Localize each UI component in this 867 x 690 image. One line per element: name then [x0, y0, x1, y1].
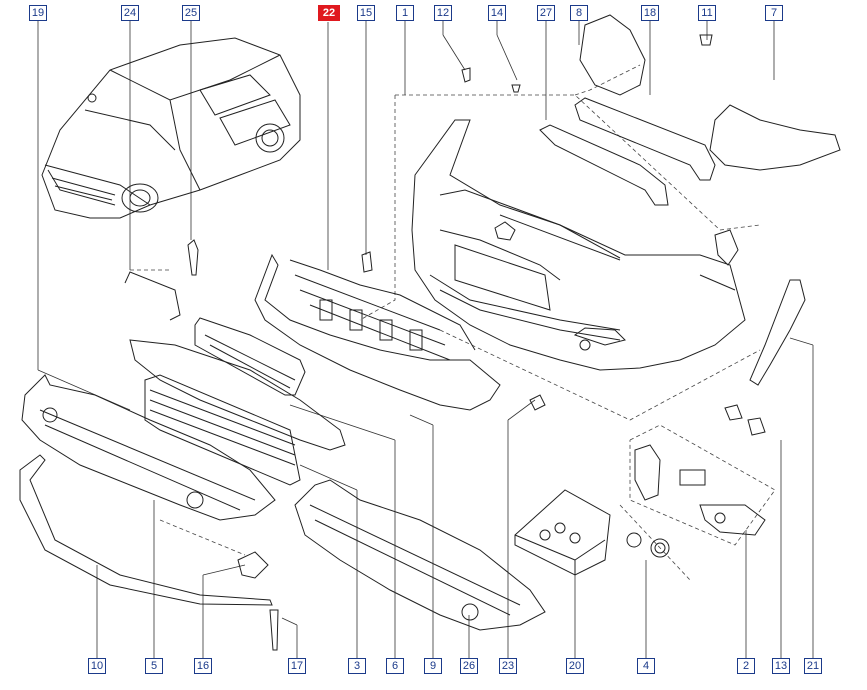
side-trim: [749, 279, 806, 386]
grille-lower: [129, 339, 346, 486]
grouping-outlines: [130, 64, 776, 581]
callout-12: 12: [434, 5, 452, 21]
callout-1: 1: [396, 5, 414, 21]
callout-23: 23: [499, 658, 517, 674]
callout-16: 16: [194, 658, 212, 674]
callout-13: 13: [772, 658, 790, 674]
car-illustration: [41, 37, 301, 219]
callout-27: 27: [537, 5, 555, 21]
callout-17: 17: [288, 658, 306, 674]
callout-20: 20: [566, 658, 584, 674]
callout-21: 21: [804, 658, 822, 674]
fasteners: [124, 34, 713, 651]
grille-upper: [194, 317, 306, 396]
bumper-cover: [411, 119, 746, 371]
spoiler-strip: [19, 454, 273, 606]
lower-shield: [21, 374, 276, 521]
callout-25: 25: [182, 5, 200, 21]
callout-6: 6: [386, 658, 404, 674]
callout-10: 10: [88, 658, 106, 674]
callout-5: 5: [145, 658, 163, 674]
callout-22: 22: [318, 5, 340, 21]
callout-8: 8: [570, 5, 588, 21]
callout-14: 14: [488, 5, 506, 21]
callout-19: 19: [29, 5, 47, 21]
callout-2: 2: [737, 658, 755, 674]
leader-lines: [37, 20, 814, 660]
undertray: [294, 479, 546, 631]
callout-18: 18: [641, 5, 659, 21]
callout-15: 15: [357, 5, 375, 21]
parts-box: [514, 489, 611, 576]
callout-3: 3: [348, 658, 366, 674]
fog-lamp-parts: [626, 404, 766, 558]
callout-26: 26: [460, 658, 478, 674]
upper-brackets: [539, 14, 841, 266]
callout-7: 7: [765, 5, 783, 21]
callout-9: 9: [424, 658, 442, 674]
energy-absorber: [254, 253, 501, 411]
callout-24: 24: [121, 5, 139, 21]
callout-4: 4: [637, 658, 655, 674]
callout-11: 11: [698, 5, 716, 21]
